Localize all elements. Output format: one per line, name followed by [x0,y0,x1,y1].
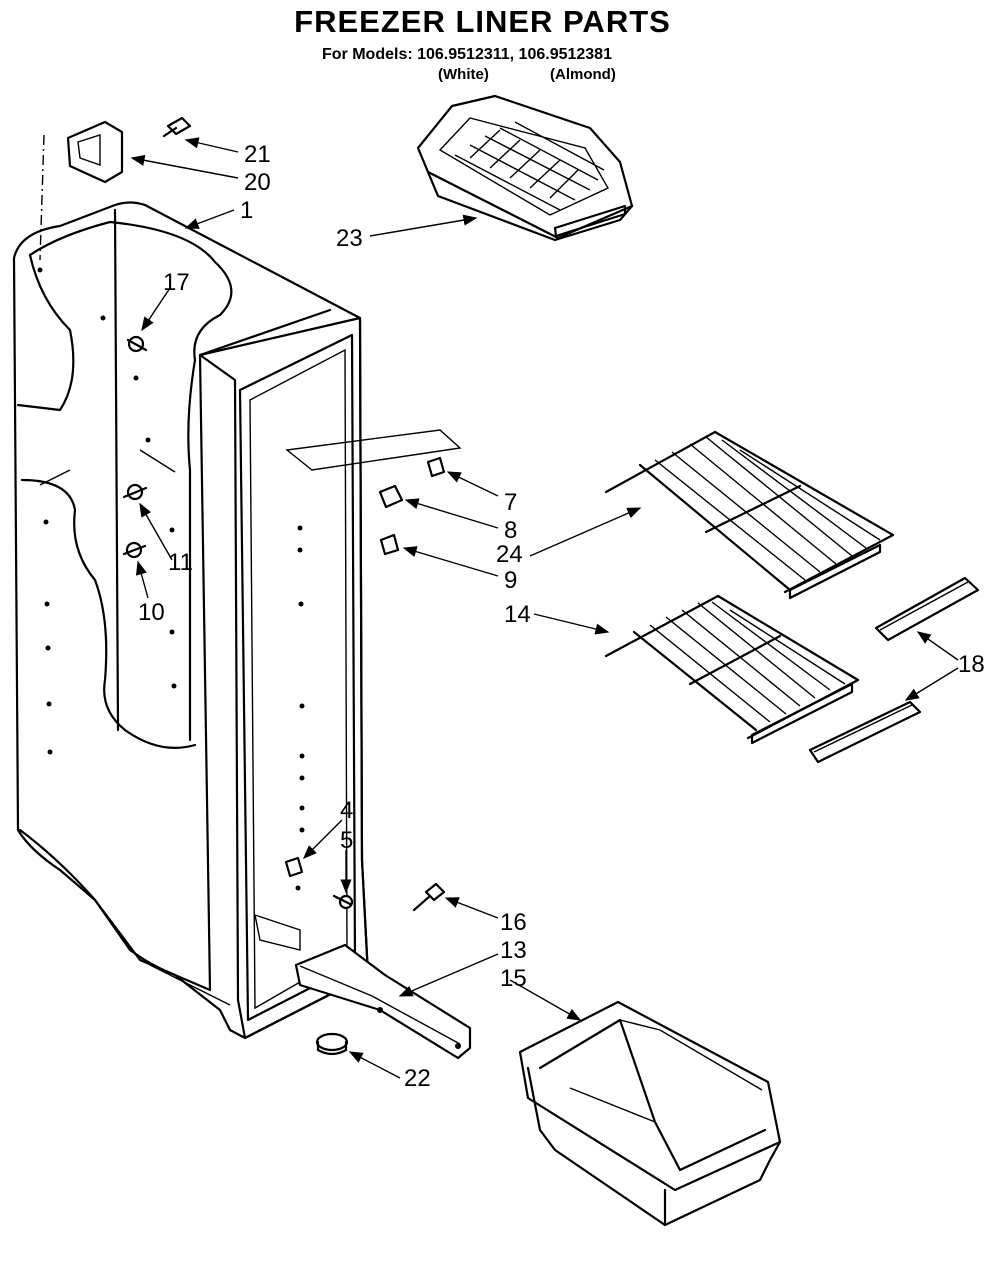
screw-16 [412,882,446,912]
diagram-title: FREEZER LINER PARTS [294,4,671,39]
freezer-liner [12,201,370,1040]
screw-5 [332,894,354,910]
callout-9: 9 [504,567,517,594]
clip-4 [284,856,304,878]
fastener-17 [126,335,148,353]
callout-4: 4 [340,797,353,824]
clip-7 [426,456,446,478]
callout-11: 11 [168,549,193,576]
callout-1: 1 [240,197,253,224]
callout-22: 22 [404,1065,431,1092]
callout-16: 16 [500,909,527,936]
callout-17: 17 [163,269,190,296]
cap-22 [315,1032,349,1056]
bracket-13 [294,943,472,1060]
bracket-20 [66,120,124,184]
assembly-line [39,134,45,261]
callout-24: 24 [496,541,523,568]
bin-15 [518,1000,782,1227]
basket-23 [416,94,634,242]
assembly-line [139,449,176,473]
callout-13: 13 [500,937,527,964]
clip-8 [378,484,404,509]
shelf-support-panel [285,429,462,471]
callout-10: 10 [138,599,165,626]
models-line: For Models: 106.9512311, 106.9512381 [322,46,612,63]
screw-21 [162,116,192,138]
callout-7: 7 [504,489,517,516]
callout-18: 18 [958,651,985,678]
trim-strip-18-upper [874,576,980,642]
callout-5: 5 [340,827,353,854]
wire-shelf-14 [604,594,860,745]
mounting-holes [37,267,305,891]
callout-labels: 21 20 1 23 17 11 10 7 8 9 24 14 18 4 5 1… [138,141,985,1092]
callout-15: 15 [500,965,527,992]
clip-9 [379,533,400,556]
fastener-10 [122,541,147,559]
fastener-11 [122,483,148,501]
callout-23: 23 [336,225,363,252]
assembly-line [39,469,71,486]
callout-14: 14 [504,601,531,628]
callout-20: 20 [244,169,271,196]
leader-lines [130,137,959,1079]
callout-21: 21 [244,141,271,168]
finish-almond: (Almond) [550,66,616,83]
trim-strip-18-lower [808,700,922,764]
wire-shelf-24 [604,430,895,600]
callout-8: 8 [504,517,517,544]
finish-white: (White) [438,66,489,83]
